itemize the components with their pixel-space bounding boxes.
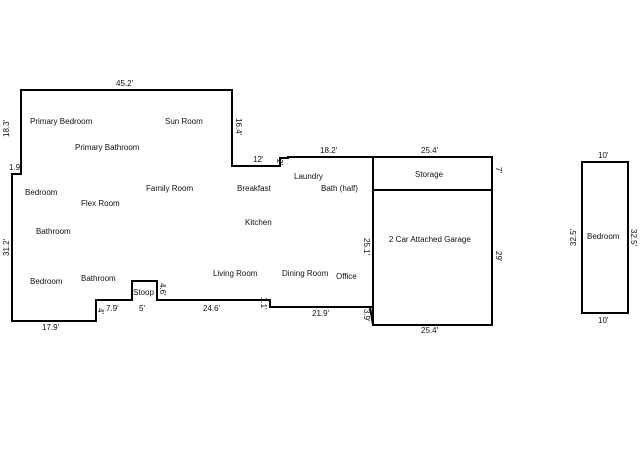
- dim-left-upper: 18.3': [2, 119, 11, 137]
- house-outline: [11, 89, 374, 326]
- dim-stoop-h: 4.6': [158, 283, 167, 296]
- room-garage: 2 Car Attached Garage: [389, 235, 471, 244]
- room-office: Office: [336, 272, 357, 281]
- room-primary-bathroom: Primary Bathroom: [75, 143, 140, 152]
- room-detached-bedroom: Bedroom: [587, 232, 620, 241]
- room-bedroom-2: Bedroom: [30, 277, 63, 286]
- room-bathroom-1: Bathroom: [36, 227, 71, 236]
- room-bathroom-2: Bathroom: [81, 274, 116, 283]
- room-laundry: Laundry: [294, 172, 323, 181]
- room-primary-bedroom: Primary Bedroom: [30, 117, 93, 126]
- dim-det-top: 10': [598, 151, 609, 160]
- dim-bottom-right: 21.9': [312, 309, 330, 318]
- room-sun-room: Sun Room: [165, 117, 203, 126]
- dim-garage-top: 25.4': [421, 146, 439, 155]
- dim-step-12: 12': [253, 155, 264, 164]
- dim-bottom-mid: 24.6': [203, 304, 221, 313]
- dim-top: 45.2': [116, 79, 134, 88]
- dim-det-bottom: 10': [598, 316, 609, 325]
- dim-det-left: 32.5': [569, 228, 578, 246]
- dim-notch-4: 4': [96, 308, 105, 314]
- dim-garage-left: 25.1': [362, 238, 371, 256]
- dim-garage-step: 3.9': [362, 309, 371, 322]
- garage-outline: [372, 156, 493, 326]
- room-bath-half: Bath (half): [321, 184, 358, 193]
- stoop-outline: [131, 280, 158, 300]
- dim-storage-side: 7': [494, 167, 503, 173]
- dim-garage-bottom: 25.4': [421, 326, 439, 335]
- room-breakfast: Breakfast: [237, 184, 272, 193]
- room-flex-room: Flex Room: [81, 199, 120, 208]
- room-kitchen: Kitchen: [245, 218, 272, 227]
- detached-bedroom-outline: [581, 161, 629, 314]
- room-dining-room: Dining Room: [282, 269, 329, 278]
- room-stoop: Stoop: [133, 288, 154, 297]
- dim-step-2: 2': [275, 159, 284, 165]
- room-family-room: Family Room: [146, 184, 193, 193]
- dim-sunroom-side: 16.4': [234, 118, 243, 136]
- dim-garage-right: 29': [494, 251, 503, 262]
- room-storage: Storage: [415, 170, 444, 179]
- dim-stoop-w: 5': [139, 304, 145, 313]
- dim-det-right: 32.5': [629, 229, 638, 247]
- room-bedroom-1: Bedroom: [25, 188, 58, 197]
- dim-step-1-1: 1.1': [259, 297, 268, 310]
- room-living-room: Living Room: [213, 269, 258, 278]
- dim-bottom-left: 17.9': [42, 323, 60, 332]
- dim-left-notch: 1.9': [9, 163, 22, 172]
- dim-top-right: 18.2': [320, 146, 338, 155]
- dim-left-lower: 31.2': [2, 238, 11, 256]
- dim-step-7-9: 7.9': [106, 304, 119, 313]
